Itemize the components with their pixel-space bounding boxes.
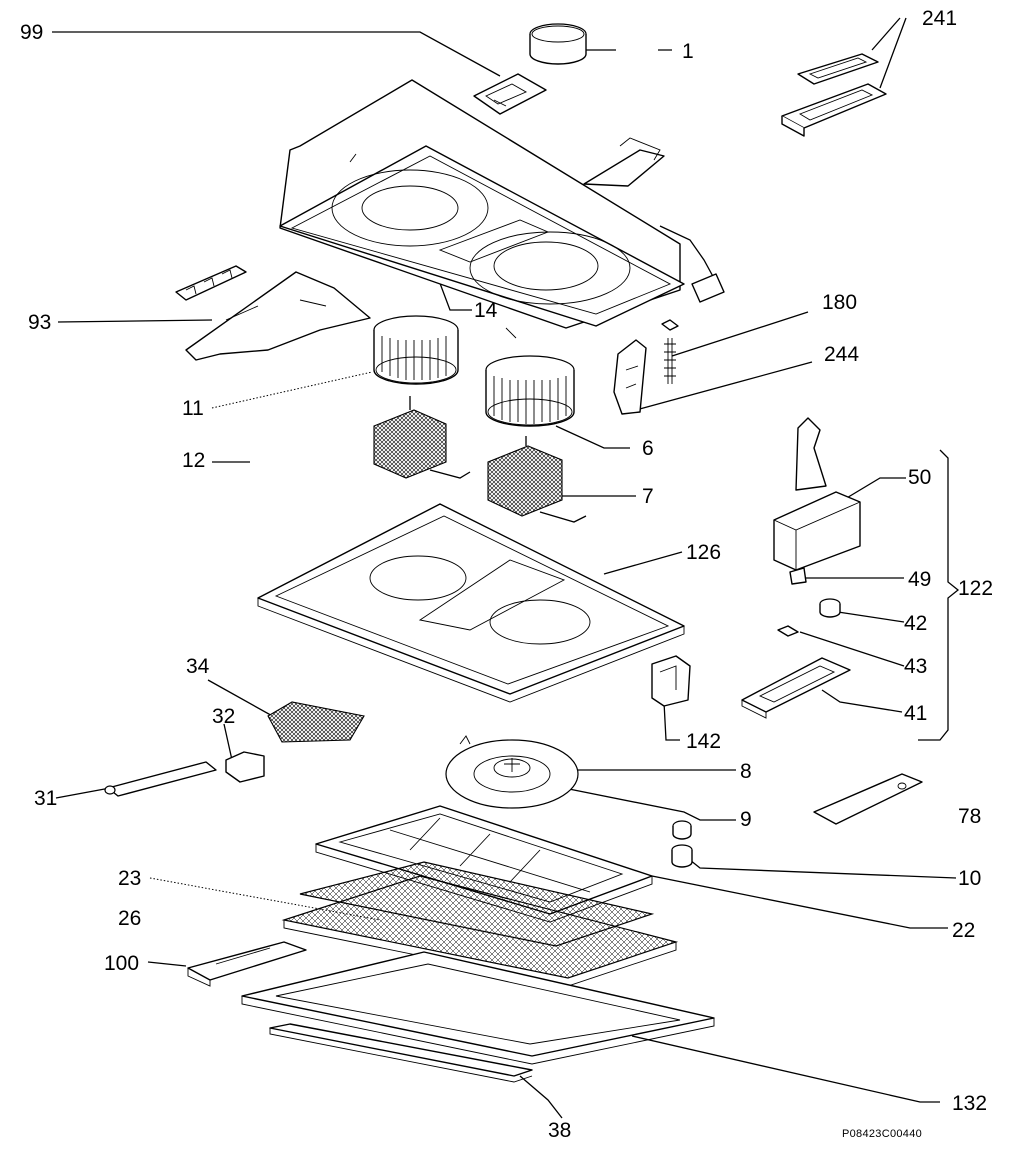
drawing-code: P08423C00440 [842, 1128, 923, 1140]
part-bottom-frame [241, 951, 715, 1065]
callout-34: 34 [186, 655, 210, 678]
callout-32: 32 [212, 705, 236, 728]
part-small-parts [741, 598, 851, 719]
callout-6: 6 [642, 437, 654, 460]
callout-126: 126 [686, 541, 722, 564]
callout-244: 244 [824, 343, 860, 366]
callout-93: 93 [28, 311, 52, 334]
callout-180: 180 [822, 291, 858, 314]
callout-8: 8 [740, 760, 752, 783]
leader-lines [52, 17, 960, 1119]
part-brackets [781, 53, 887, 137]
part-knobs [671, 820, 693, 868]
part-switch-clip [651, 655, 691, 707]
callout-50: 50 [908, 466, 932, 489]
callout-99: 99 [20, 21, 44, 44]
callout-122: 122 [958, 577, 994, 600]
callout-22: 22 [952, 919, 976, 942]
callout-49: 49 [908, 568, 932, 591]
callout-23: 23 [118, 867, 142, 890]
part-cover-strip [813, 773, 923, 825]
callout-7: 7 [642, 485, 654, 508]
callout-14: 14 [474, 299, 498, 322]
callout-41: 41 [904, 702, 928, 725]
callout-100: 100 [104, 952, 140, 975]
callout-38: 38 [548, 1119, 572, 1142]
callout-31: 31 [34, 787, 58, 810]
callout-142: 142 [686, 730, 722, 753]
part-filter-catch [187, 941, 307, 987]
callout-78: 78 [958, 805, 982, 828]
part-spring-clip [613, 319, 679, 415]
callout-10: 10 [958, 867, 982, 890]
part-lamp-assembly [104, 701, 365, 797]
part-fan-wheels [373, 315, 575, 427]
part-motors [373, 396, 587, 523]
part-trim-strip [269, 1023, 533, 1083]
callout-11: 11 [182, 397, 204, 420]
part-ring [529, 23, 587, 65]
callout-42: 42 [904, 612, 928, 635]
callout-241: 241 [922, 7, 958, 30]
part-housing [279, 79, 725, 339]
part-round-plate [445, 735, 579, 809]
callout-12: 12 [182, 449, 206, 472]
callout-132: 132 [952, 1092, 988, 1115]
part-electrical-box [773, 417, 861, 585]
callout-9: 9 [740, 808, 752, 831]
part-connector-plate [473, 73, 547, 115]
callout-43: 43 [904, 655, 928, 678]
callout-26: 26 [118, 907, 142, 930]
callout-1: 1 [682, 40, 694, 63]
part-filter-frame [257, 503, 685, 703]
part-side-bracket [175, 265, 371, 361]
